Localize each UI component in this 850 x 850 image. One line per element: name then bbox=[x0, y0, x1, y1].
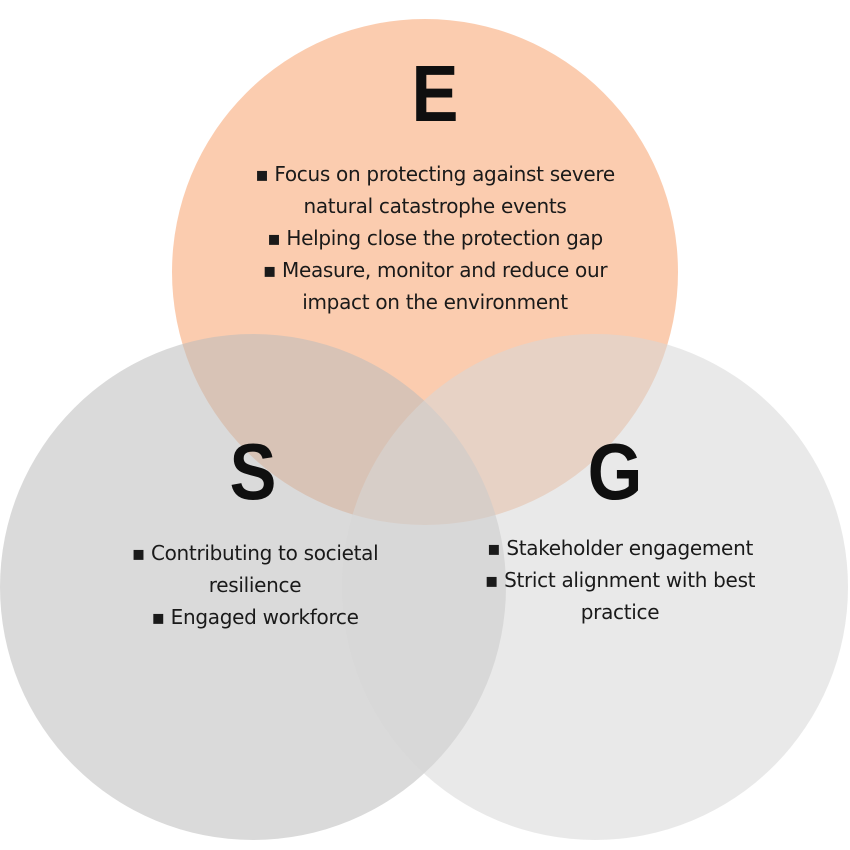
governance-bullet-item: Strict alignment with best practice bbox=[455, 564, 785, 628]
social-bullet-list: Contributing to societal resilience Enga… bbox=[105, 537, 405, 633]
environmental-letter: E bbox=[411, 49, 459, 138]
governance-letter: G bbox=[587, 427, 643, 516]
environmental-bullet-item: Helping close the protection gap bbox=[240, 222, 630, 254]
environmental-bullet-item: Measure, monitor and reduce our impact o… bbox=[240, 254, 630, 318]
governance-bullet-item: Stakeholder engagement bbox=[455, 532, 785, 564]
social-letter: S bbox=[229, 427, 277, 516]
social-bullet-item: Contributing to societal resilience bbox=[105, 537, 405, 601]
environmental-bullet-list: Focus on protecting against severe natur… bbox=[240, 158, 630, 318]
environmental-bullet-item: Focus on protecting against severe natur… bbox=[240, 158, 630, 222]
governance-bullet-list: Stakeholder engagement Strict alignment … bbox=[455, 532, 785, 628]
social-bullet-item: Engaged workforce bbox=[105, 601, 405, 633]
